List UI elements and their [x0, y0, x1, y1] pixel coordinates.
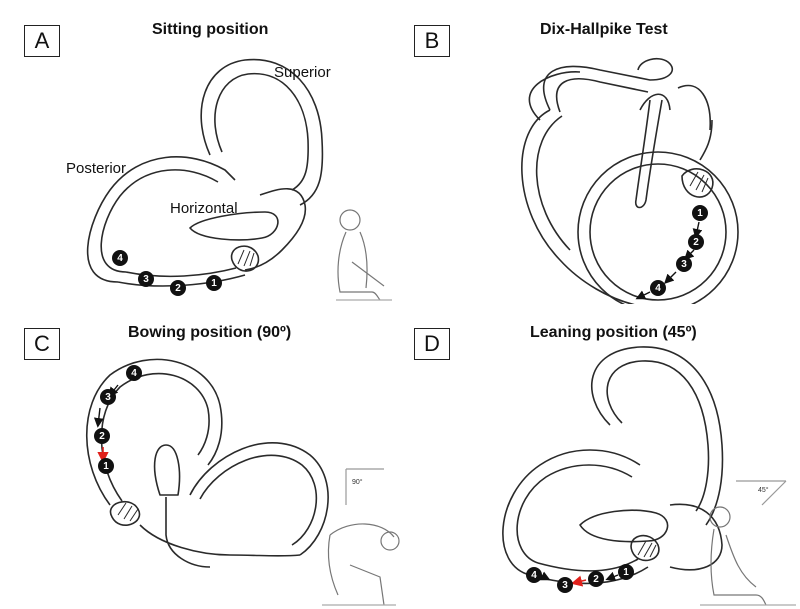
ampulla	[630, 534, 660, 562]
otolith-position-1: 1	[692, 205, 708, 221]
panel-c-letter: C	[24, 328, 60, 360]
otolith-position-4: 4	[650, 280, 666, 296]
otolith-position-2: 2	[94, 428, 110, 444]
ampulla	[681, 168, 714, 198]
superior-canal	[543, 58, 674, 111]
panel-b: B Dix-Hallpike Test 1 2 3 4	[400, 0, 800, 304]
panel-c-title: Bowing position (90º)	[128, 324, 292, 341]
posterior-canal	[86, 156, 236, 283]
otolith-position-3: 3	[138, 271, 154, 287]
posterior-canal	[86, 358, 223, 506]
superior-canal	[591, 346, 724, 526]
label-superior: Superior	[274, 64, 331, 81]
otolith-position-1: 1	[206, 275, 222, 291]
panel-a-letter: A	[24, 25, 60, 57]
otolith-position-1: 1	[618, 564, 634, 580]
otolith-position-2: 2	[170, 280, 186, 296]
otolith-position-4: 4	[526, 567, 542, 583]
panel-a-title: Sitting position	[152, 21, 269, 38]
superior-canal	[200, 58, 324, 206]
panel-c-canal-diagram	[86, 358, 400, 606]
otolith-position-2: 2	[688, 234, 704, 250]
leaning-angle-label: 45°	[758, 487, 769, 494]
leaning-person-figure	[700, 480, 796, 606]
label-horizontal: Horizontal	[170, 200, 238, 217]
panel-d-title: Leaning position (45º)	[530, 324, 697, 341]
otolith-position-4: 4	[126, 365, 142, 381]
panel-a: A Sitting position Superior Posterior Ho…	[0, 0, 400, 304]
sitting-person-figure	[336, 209, 392, 301]
panel-d-letter: D	[414, 328, 450, 360]
panel-b-letter: B	[414, 25, 450, 57]
panel-b-canal-diagram	[521, 58, 739, 304]
panel-b-title: Dix-Hallpike Test	[540, 21, 668, 38]
posterior-canal	[577, 151, 739, 304]
panel-d: D Leaning position (45º) 45° 1 2 3 4	[400, 305, 800, 609]
horizontal-canal	[579, 509, 669, 543]
bowing-person-figure	[322, 468, 400, 606]
panel-a-canal-diagram	[86, 58, 392, 301]
bowing-angle-label: 90°	[352, 479, 363, 486]
panel-c: C Bowing position (90º) 90° 1 2 3 4	[0, 305, 400, 609]
otolith-position-1: 1	[98, 458, 114, 474]
otolith-position-3: 3	[676, 256, 692, 272]
horizontal-canal	[189, 211, 279, 241]
superior-canal	[189, 442, 329, 556]
ampulla	[230, 245, 260, 272]
otolith-position-2: 2	[588, 571, 604, 587]
panel-d-canal-diagram	[502, 346, 796, 606]
otolith-position-3: 3	[100, 389, 116, 405]
otolith-position-4: 4	[112, 250, 128, 266]
horizontal-canal	[153, 444, 181, 496]
otolith-position-3: 3	[557, 577, 573, 593]
posterior-canal	[502, 449, 641, 576]
label-posterior: Posterior	[66, 160, 127, 177]
